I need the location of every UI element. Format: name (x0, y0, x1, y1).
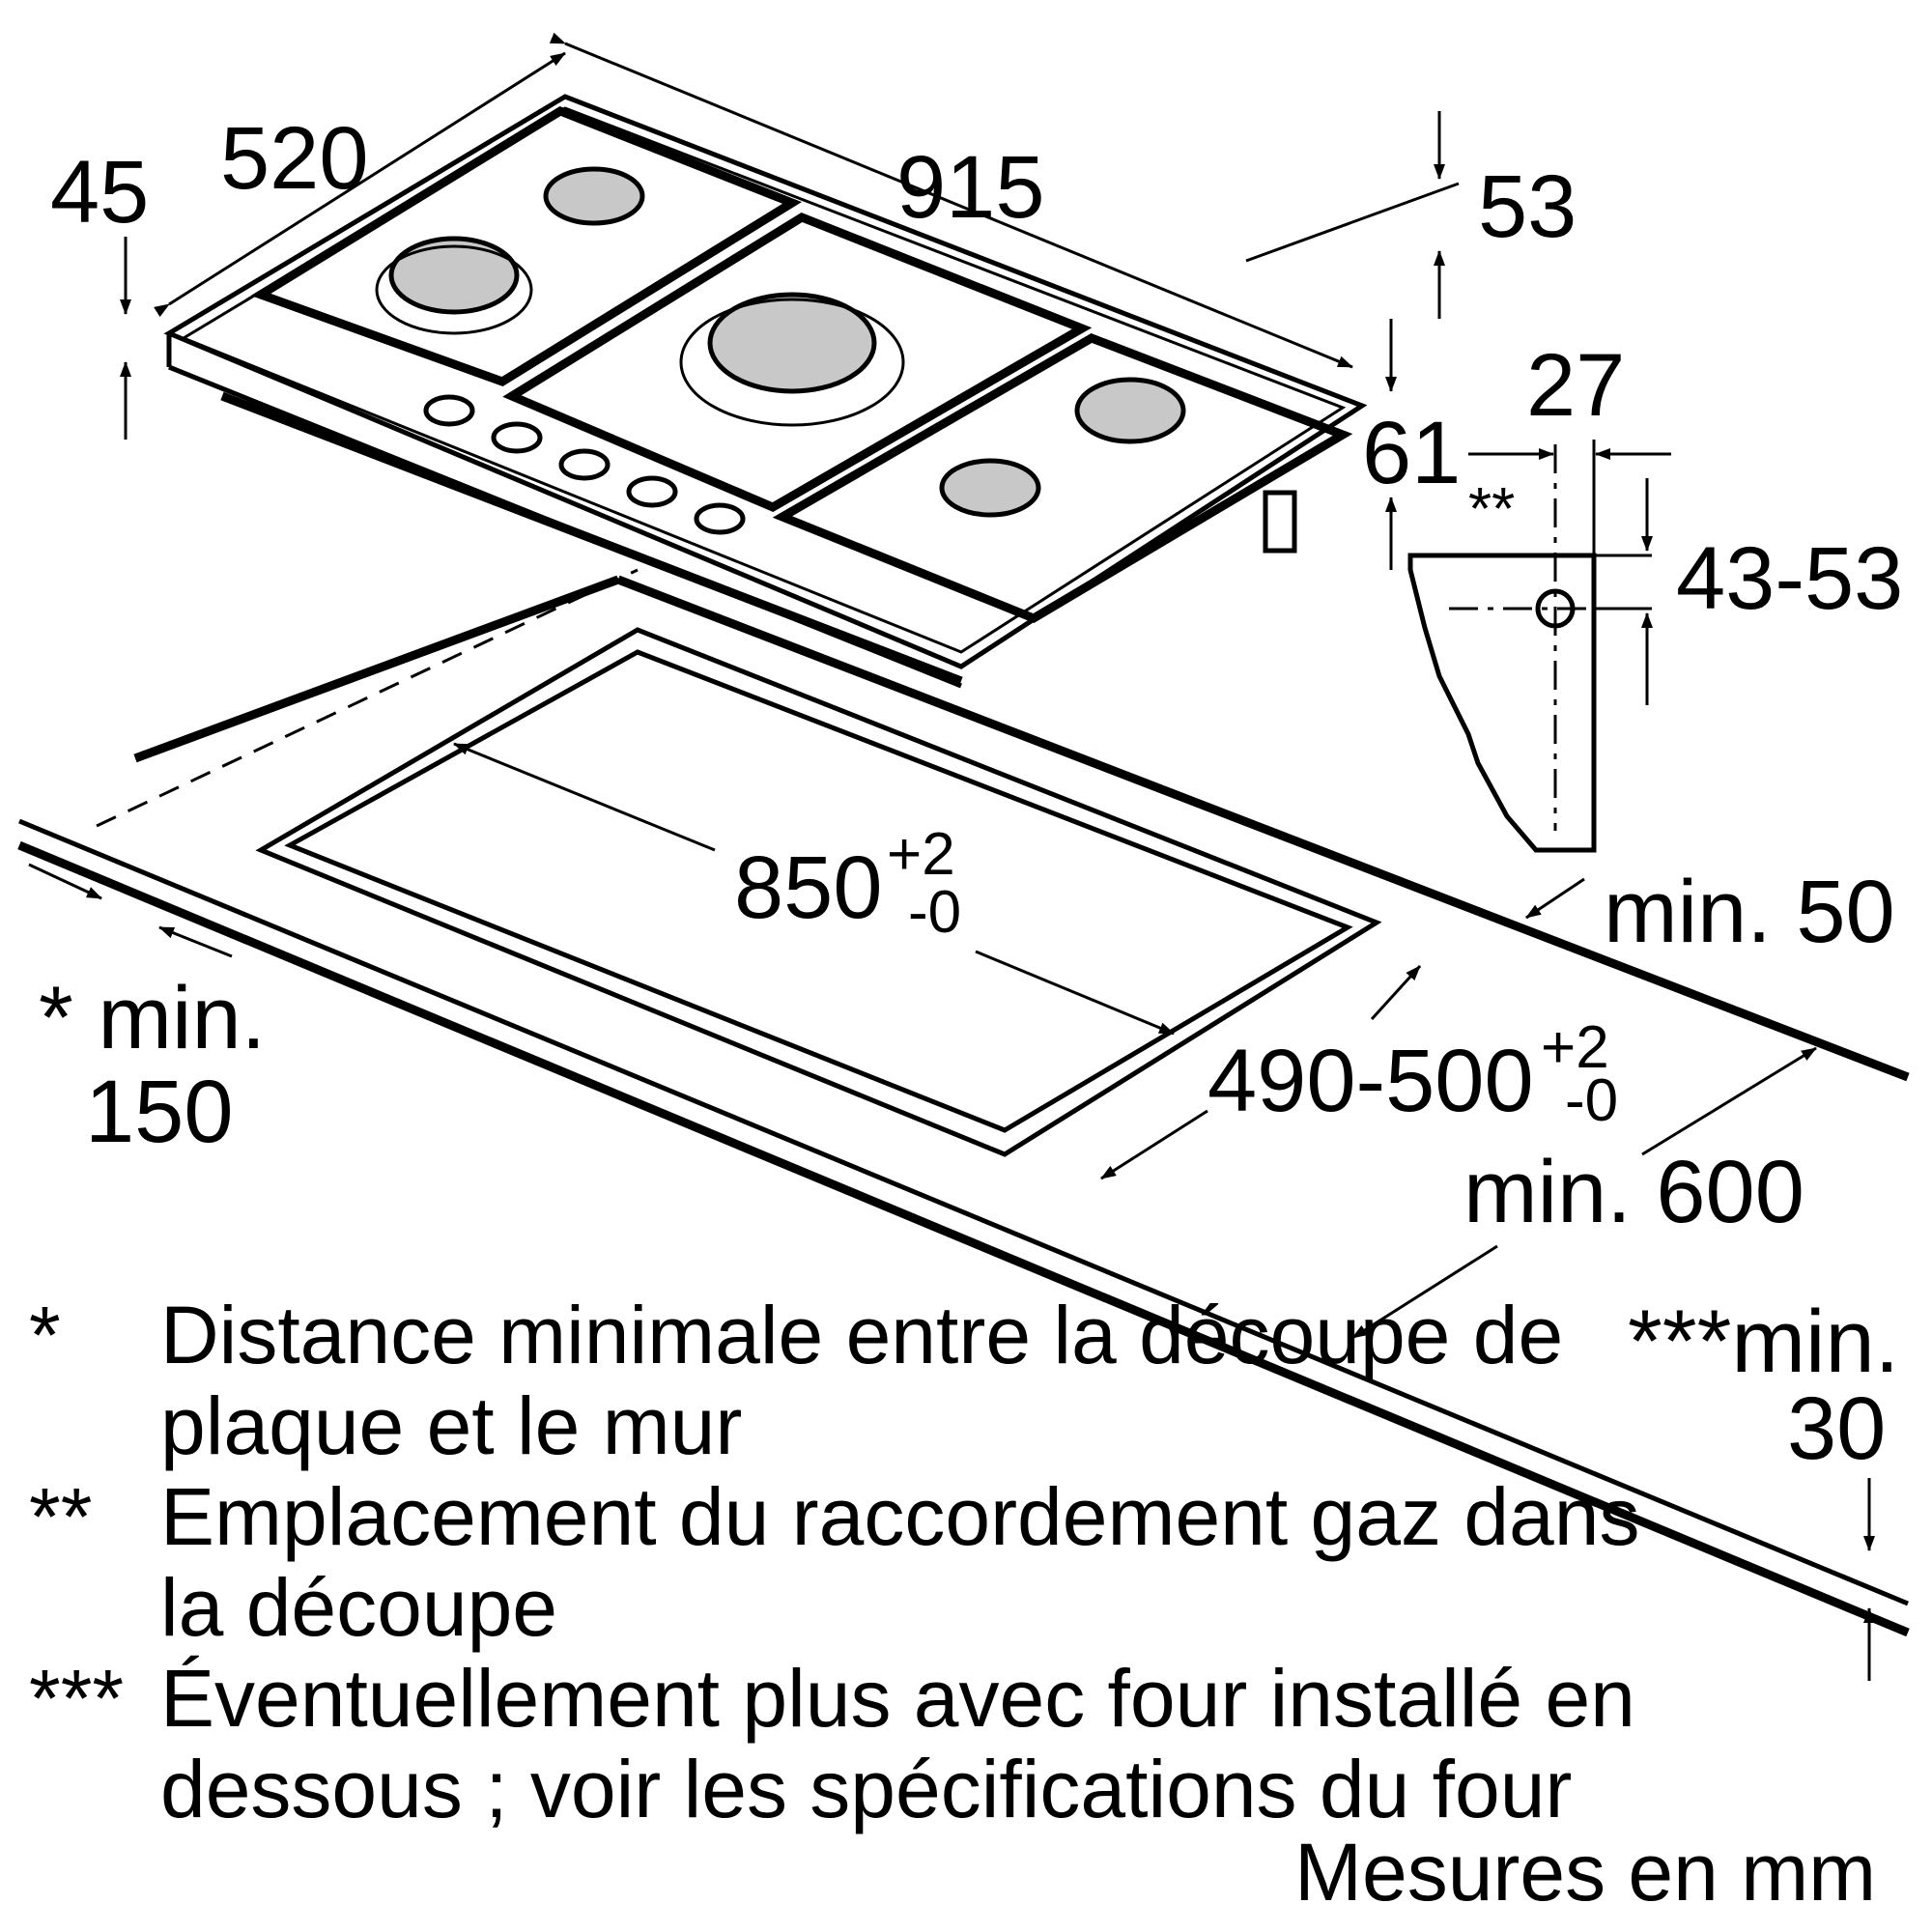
dim-min-30-line2: 30 (1787, 1379, 1886, 1478)
dim-cut-depth-tol-plus: +2 (1541, 1014, 1609, 1081)
burner-medium-right (1074, 377, 1186, 444)
dimension-labels: 45 520 915 53 27 61 ** 43-53 850 +2 -0 4… (39, 109, 1903, 1478)
burner-medium-left (388, 236, 520, 315)
dim-cut-depth-tol-minus: -0 (1565, 1067, 1618, 1134)
footnote-3: *** Éventuellement plus avec four instal… (29, 1653, 1671, 1834)
dim-61: 61 (1362, 404, 1461, 502)
control-knobs (423, 394, 746, 535)
dim-cut-width-tol-minus: -0 (908, 879, 961, 946)
footnote-1-mark: * (29, 1290, 61, 1380)
footnote-1-text: Distance minimale entre la découpe de pl… (160, 1290, 1564, 1471)
dim-53: 53 (1478, 157, 1577, 256)
footnote-1: * Distance minimale entre la découpe de … (29, 1290, 1671, 1471)
footnote-3-mark: *** (29, 1653, 125, 1744)
dim-915: 915 (896, 138, 1045, 237)
dim-520: 520 (220, 109, 369, 208)
footnote-2-text: Emplacement du raccordement gaz dans la … (160, 1471, 1640, 1653)
dim-min-600: min. 600 (1463, 1143, 1804, 1241)
units-caption: Mesures en mm (1294, 1827, 1877, 1918)
worktop (17, 568, 1910, 1637)
footnote-2: ** Emplacement du raccordement gaz dans … (29, 1471, 1671, 1653)
dim-min-150-line1: * min. (39, 969, 266, 1067)
burner-small-front (939, 458, 1041, 518)
dim-27: 27 (1526, 336, 1625, 435)
dim-min-50: min. 50 (1604, 863, 1895, 961)
cutout (255, 627, 1382, 1157)
dim-cut-depth: 490-500 (1208, 1032, 1534, 1130)
dim-min-150-line2: 150 (85, 1063, 234, 1161)
dim-cut-width: 850 (734, 838, 883, 937)
footnotes: * Distance minimale entre la découpe de … (29, 1290, 1671, 1834)
dim-45: 45 (50, 143, 149, 242)
dim-cut-width-tol-plus: +2 (887, 821, 955, 888)
gas-connection-profile (1407, 440, 1652, 853)
dimension-lines (28, 32, 1875, 1681)
gas-connection-marker: ** (1468, 476, 1515, 543)
dim-min-30-line1: ***min. (1628, 1293, 1899, 1391)
burner-small-rear (543, 166, 645, 226)
dim-43-53: 43-53 (1676, 529, 1903, 628)
footnote-2-mark: ** (29, 1471, 93, 1562)
footnote-3-text: Éventuellement plus avec four installé e… (160, 1653, 1635, 1834)
